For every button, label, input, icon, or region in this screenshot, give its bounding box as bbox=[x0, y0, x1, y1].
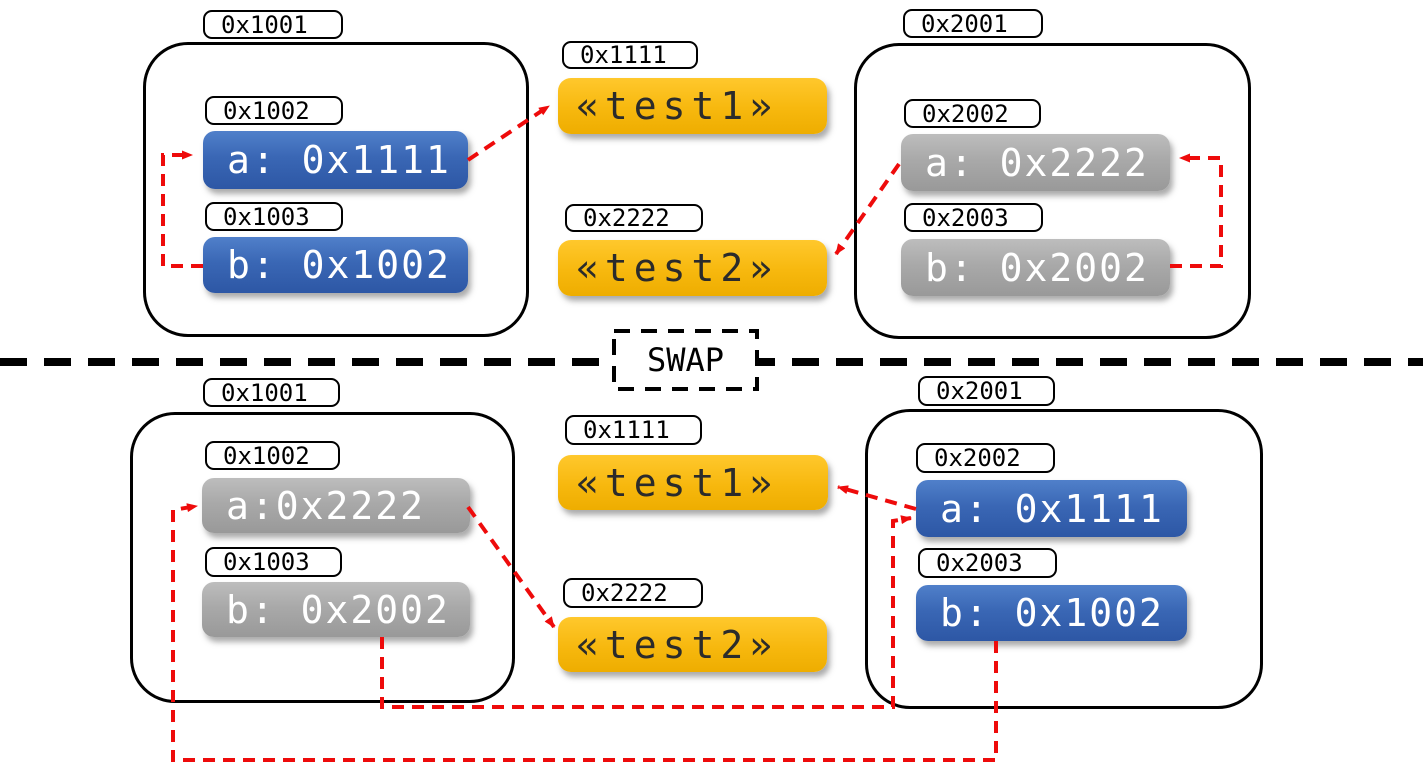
string-box-after-test1: «test1» bbox=[558, 455, 828, 510]
swap-label: SWAP bbox=[646, 341, 725, 379]
address-tag-before-left-b: 0x1003 bbox=[205, 202, 343, 231]
address-tag-after-left-b: 0x1003 bbox=[205, 547, 342, 577]
string-box-after-test2: «test2» bbox=[558, 617, 827, 672]
variable-box-before-left-a: a: 0x1111 bbox=[203, 131, 468, 189]
string-box-before-test1: «test1» bbox=[558, 78, 827, 134]
address-tag-after-string2: 0x2222 bbox=[563, 578, 703, 608]
variable-box-after-left-b: b: 0x2002 bbox=[202, 582, 470, 637]
address-tag-before-string2: 0x2222 bbox=[565, 204, 703, 232]
variable-box-after-right-a: a: 0x1111 bbox=[916, 480, 1187, 537]
address-tag-before-left-a: 0x1002 bbox=[205, 96, 343, 125]
memory-frame-before-left bbox=[143, 42, 529, 337]
address-tag-after-right-frame: 0x2001 bbox=[918, 376, 1055, 406]
variable-box-before-left-b: b: 0x1002 bbox=[203, 237, 468, 293]
string-box-before-test2: «test2» bbox=[558, 240, 827, 296]
address-tag-before-string1: 0x1111 bbox=[562, 41, 698, 69]
address-tag-before-right-frame: 0x2001 bbox=[903, 9, 1043, 38]
address-tag-after-left-a: 0x1002 bbox=[205, 441, 340, 470]
address-tag-after-right-b: 0x2003 bbox=[918, 548, 1057, 578]
address-tag-before-left-frame: 0x1001 bbox=[203, 10, 343, 39]
variable-box-before-right-b: b: 0x2002 bbox=[901, 239, 1170, 296]
address-tag-before-right-a: 0x2002 bbox=[904, 99, 1041, 128]
variable-box-after-right-b: b: 0x1002 bbox=[916, 585, 1187, 641]
variable-box-after-left-a: a:0x2222 bbox=[202, 478, 470, 533]
address-tag-after-right-a: 0x2002 bbox=[916, 443, 1055, 473]
address-tag-before-right-b: 0x2003 bbox=[904, 203, 1043, 232]
address-tag-after-string1: 0x1111 bbox=[565, 415, 702, 445]
variable-box-before-right-a: a: 0x2222 bbox=[901, 134, 1170, 191]
address-tag-after-left-frame: 0x1001 bbox=[203, 378, 340, 407]
